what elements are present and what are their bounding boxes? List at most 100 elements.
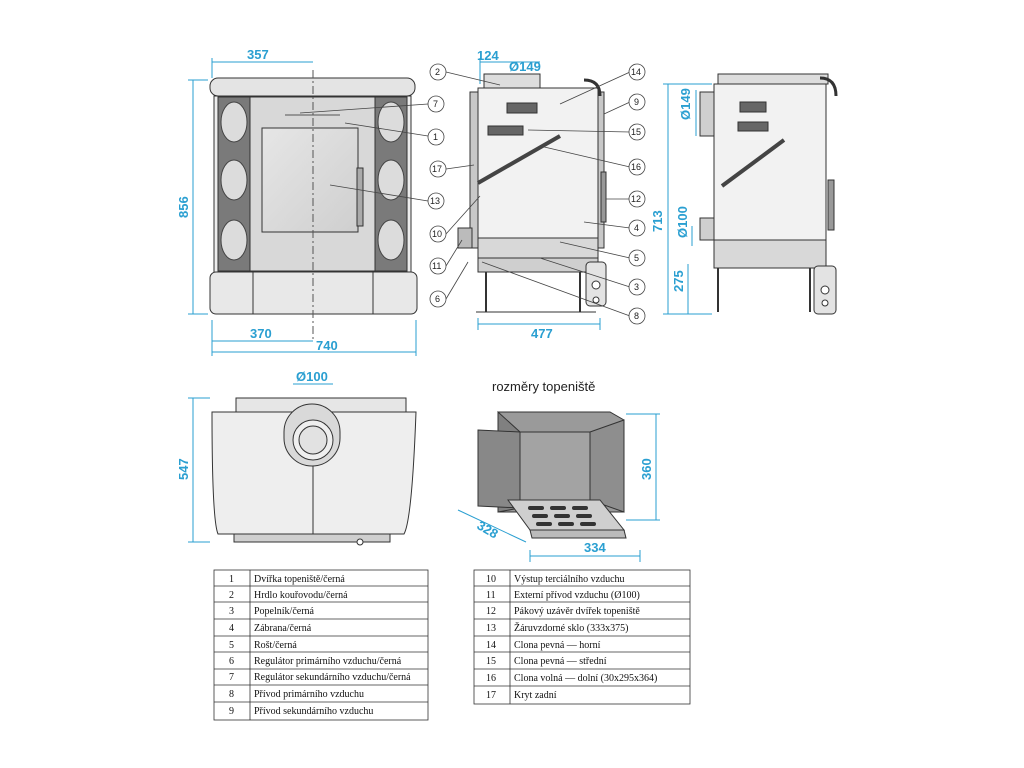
- dim-front-total-width: 740: [316, 338, 338, 353]
- svg-text:4: 4: [634, 223, 639, 233]
- callout-6: 6: [429, 290, 447, 308]
- part-name: Zábrana/černá: [254, 623, 312, 634]
- part-name: Regulátor sekundárního vzduchu/černá: [254, 672, 411, 683]
- callout-12: 12: [628, 190, 646, 208]
- callout-8: 8: [628, 307, 646, 325]
- part-name: Rošt/černá: [254, 640, 297, 651]
- svg-text:9: 9: [634, 97, 639, 107]
- part-number: 13: [486, 623, 496, 634]
- firebox-dimensions: [457, 413, 660, 562]
- part-name: Popelník/černá: [254, 606, 315, 617]
- part-name: Kryt zadní: [514, 690, 557, 701]
- dim-rear-inlet-height: 275: [671, 270, 686, 292]
- svg-text:1: 1: [433, 132, 438, 142]
- callout-2: 2: [429, 63, 447, 81]
- svg-text:5: 5: [634, 253, 639, 263]
- svg-text:14: 14: [631, 67, 641, 77]
- part-number: 9: [229, 706, 234, 717]
- dim-firebox-height: 360: [639, 458, 654, 480]
- part-name: Pákový uzávěr dvířek topeniště: [514, 606, 640, 617]
- dim-top-depth: 547: [176, 458, 191, 480]
- firebox-caption: rozměry topeniště: [492, 379, 595, 394]
- svg-text:16: 16: [631, 162, 641, 172]
- svg-text:3: 3: [634, 282, 639, 292]
- callout-7: 7: [427, 95, 445, 113]
- rear-view: [699, 73, 838, 315]
- side-dimensions: [477, 58, 601, 330]
- callout-14: 14: [628, 63, 646, 81]
- parts-table-right: [473, 569, 691, 705]
- part-name: Clona volná — dolní (30x295x364): [514, 673, 657, 684]
- part-number: 8: [229, 689, 234, 700]
- part-number: 1: [229, 574, 234, 585]
- part-number: 17: [486, 690, 496, 701]
- part-name: Clona pevná — střední: [514, 656, 607, 667]
- dim-firebox-depth: 328: [475, 518, 501, 542]
- top-dimensions: [188, 383, 333, 543]
- dim-side-flue-offset: 124: [477, 48, 499, 63]
- callout-16: 16: [628, 158, 646, 176]
- dim-side-depth: 477: [531, 326, 553, 341]
- front-view: [209, 70, 418, 340]
- svg-text:10: 10: [432, 229, 442, 239]
- firebox-drawing: [477, 410, 627, 539]
- front-dimensions: [188, 58, 417, 356]
- part-name: Žáruvzdorné sklo (333x375): [514, 622, 628, 634]
- dim-rear-flue-diameter: Ø149: [678, 88, 693, 120]
- callout-13: 13: [427, 192, 445, 210]
- parts-table-left: [213, 569, 429, 721]
- dim-top-flue-diameter: Ø100: [296, 369, 328, 384]
- part-number: 2: [229, 590, 234, 601]
- part-name: Přívod primárního vzduchu: [254, 689, 364, 700]
- callout-9: 9: [628, 93, 646, 111]
- svg-text:7: 7: [433, 99, 438, 109]
- svg-text:13: 13: [430, 196, 440, 206]
- svg-text:2: 2: [435, 67, 440, 77]
- svg-text:17: 17: [432, 164, 442, 174]
- front-leaders: [299, 103, 429, 202]
- svg-text:12: 12: [631, 194, 641, 204]
- side-section-view: [457, 73, 607, 313]
- part-name: Přívod sekundárního vzduchu: [254, 706, 373, 717]
- callout-11: 11: [429, 257, 447, 275]
- callout-4: 4: [628, 219, 646, 237]
- callout-17: 17: [429, 160, 447, 178]
- part-name: Hrdlo kouřovodu/černá: [254, 590, 348, 601]
- callout-15: 15: [628, 123, 646, 141]
- part-number: 6: [229, 656, 234, 667]
- callout-1: 1: [427, 128, 445, 146]
- dim-firebox-width: 334: [584, 540, 606, 555]
- callout-3: 3: [628, 278, 646, 296]
- svg-text:11: 11: [432, 261, 441, 271]
- part-number: 3: [229, 606, 234, 617]
- part-number: 16: [486, 673, 496, 684]
- dim-front-top-width: 357: [247, 47, 269, 62]
- part-name: Dvířka topeniště/černá: [254, 574, 345, 585]
- part-name: Výstup terciálního vzduchu: [514, 574, 625, 585]
- part-number: 14: [486, 640, 496, 651]
- parts-table-right-rows: 10 Výstup terciálního vzduchu 11 Externí…: [486, 574, 657, 701]
- rear-dimensions: [663, 83, 712, 315]
- part-number: 4: [229, 623, 234, 634]
- svg-text:15: 15: [631, 127, 641, 137]
- part-number: 10: [486, 574, 496, 585]
- svg-text:8: 8: [634, 311, 639, 321]
- part-name: Externí přívod vzduchu (Ø100): [514, 590, 640, 601]
- part-number: 7: [229, 672, 234, 683]
- dim-side-height: 713: [650, 210, 665, 232]
- top-view: [211, 397, 417, 546]
- dim-front-height: 856: [176, 196, 191, 218]
- part-name: Clona pevná — horní: [514, 640, 601, 651]
- dim-side-flue-diameter: Ø149: [509, 59, 541, 74]
- parts-table-left-rows: 1 Dvířka topeniště/černá 2 Hrdlo kouřovo…: [229, 574, 411, 717]
- dim-front-bottom-half: 370: [250, 326, 272, 341]
- svg-text:6: 6: [435, 294, 440, 304]
- part-number: 11: [486, 590, 496, 601]
- side-leaders: [445, 71, 631, 317]
- part-name: Regulátor primárního vzduchu/černá: [254, 656, 402, 667]
- callout-5: 5: [628, 249, 646, 267]
- dim-rear-air-inlet: Ø100: [675, 206, 690, 238]
- part-number: 5: [229, 640, 234, 651]
- callout-10: 10: [429, 225, 447, 243]
